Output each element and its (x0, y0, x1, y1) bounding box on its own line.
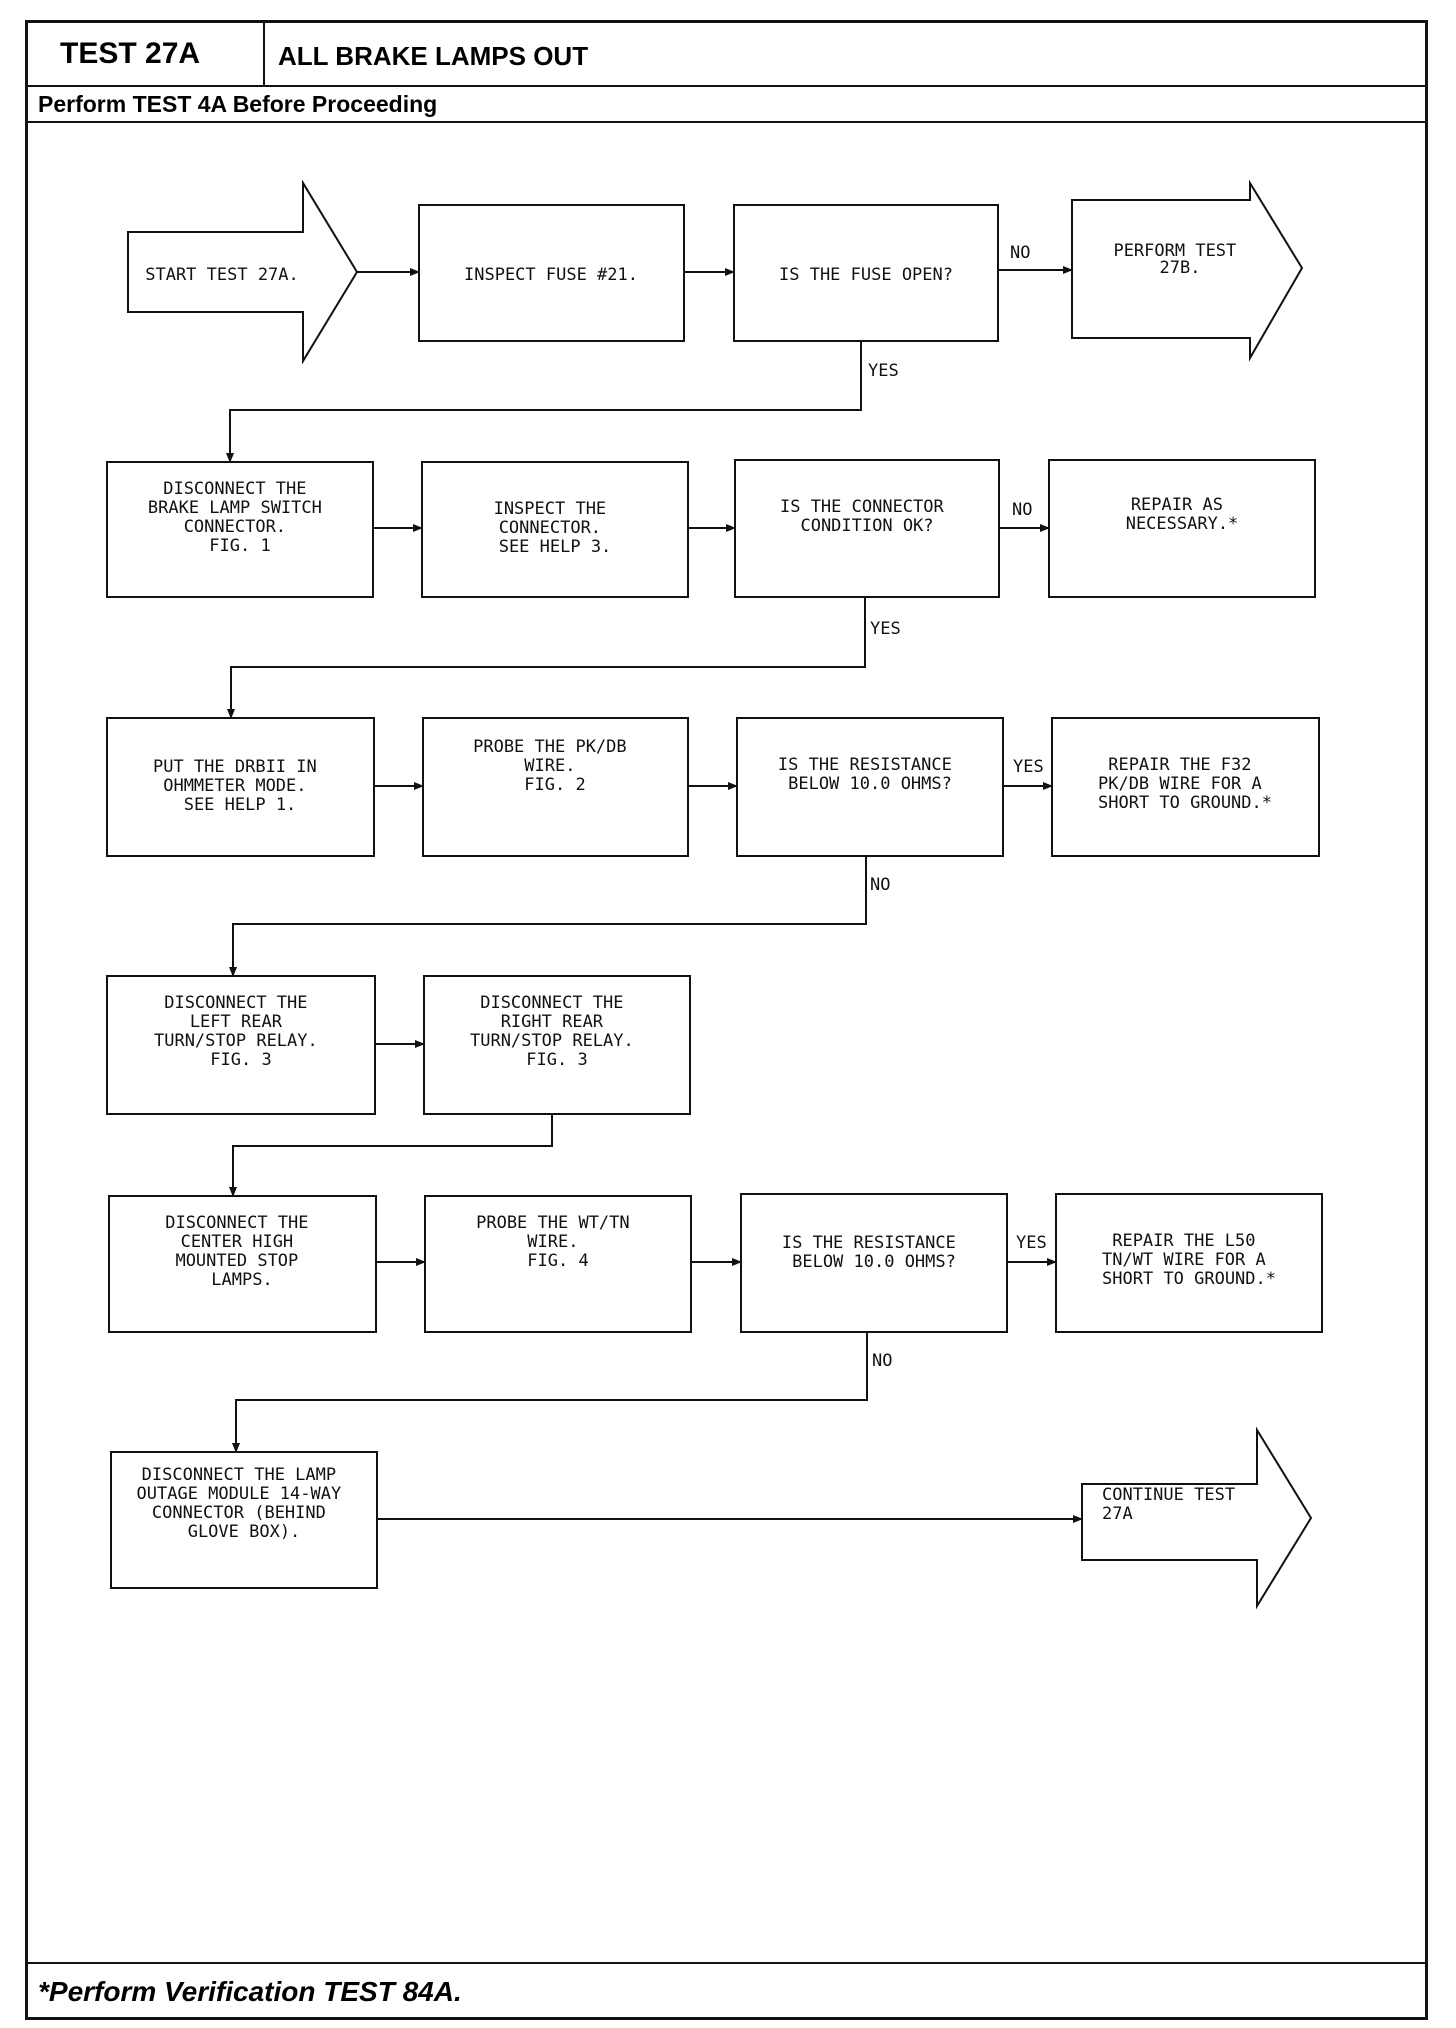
branch-label-yes: YES (870, 619, 901, 639)
probe-wttn-text: PROBE THE WT/TN WIRE. FIG. 4 (476, 1213, 640, 1271)
inspect-connector-text: INSPECT THE CONNECTOR. SEE HELP 3. (494, 499, 617, 557)
continue-27a-arrow-shape (1081, 1426, 1313, 1610)
header-row: TEST 27A ALL BRAKE LAMPS OUT (28, 23, 1425, 87)
disconnect-left-text: DISCONNECT THE LEFT REAR TURN/STOP RELAY… (154, 993, 328, 1070)
prerequisite-note: Perform TEST 4A Before Proceeding (28, 85, 1425, 123)
disconnect-module-text: DISCONNECT THE LAMP OUTAGE MODULE 14-WAY… (137, 1465, 352, 1542)
disconnect-switch-box (106, 461, 374, 598)
test-id: TEST 27A (28, 23, 265, 85)
fuse-open-text: IS THE FUSE OPEN? (779, 265, 953, 285)
continue-27a-text: CONTINUE TEST 27A (1102, 1485, 1245, 1524)
branch-label-no: NO (1010, 243, 1030, 263)
test-title: ALL BRAKE LAMPS OUT (278, 41, 589, 71)
inspect-fuse-text: INSPECT FUSE #21. (464, 265, 638, 285)
disconnect-chmsl-box (108, 1195, 377, 1333)
disconnect-switch-text: DISCONNECT THE BRAKE LAMP SWITCH CONNECT… (148, 479, 332, 556)
perform-27b-text: PERFORM TEST 27B. (1113, 241, 1246, 278)
resistance-1-text: IS THE RESISTANCE BELOW 10.0 OHMS? (778, 755, 962, 794)
branch-label-no: NO (872, 1351, 892, 1371)
start-arrow-shape (127, 179, 359, 365)
repair-f32-text: REPAIR THE F32 PK/DB WIRE FOR A SHORT TO… (1098, 755, 1272, 813)
repair-l50-text: REPAIR THE L50 TN/WT WIRE FOR A SHORT TO… (1102, 1231, 1276, 1289)
perform-27b-arrow-shape (1071, 179, 1304, 362)
branch-label-no: NO (1012, 500, 1032, 520)
connector-ok-text: IS THE CONNECTOR CONDITION OK? (780, 497, 954, 536)
disconnect-right-text: DISCONNECT THE RIGHT REAR TURN/STOP RELA… (470, 993, 644, 1070)
resistance-2-text: IS THE RESISTANCE BELOW 10.0 OHMS? (782, 1233, 966, 1272)
branch-label-yes: YES (868, 361, 899, 381)
branch-label-no: NO (870, 875, 890, 895)
branch-label-yes: YES (1016, 1233, 1047, 1253)
repair-necessary-text: REPAIR AS NECESSARY.* (1126, 495, 1239, 534)
probe-pkdb-text: PROBE THE PK/DB WIRE. FIG. 2 (473, 737, 637, 795)
start-text: START TEST 27A. (145, 265, 299, 285)
disconnect-chmsl-text: DISCONNECT THE CENTER HIGH MOUNTED STOP … (165, 1213, 319, 1290)
drbii-ohm-text: PUT THE DRBII IN OHMMETER MODE. SEE HELP… (153, 757, 327, 815)
branch-label-yes: YES (1013, 757, 1044, 777)
verification-footnote: *Perform Verification TEST 84A. (28, 1962, 1425, 2017)
flowchart-page: TEST 27A ALL BRAKE LAMPS OUT Perform TES… (25, 20, 1428, 2020)
